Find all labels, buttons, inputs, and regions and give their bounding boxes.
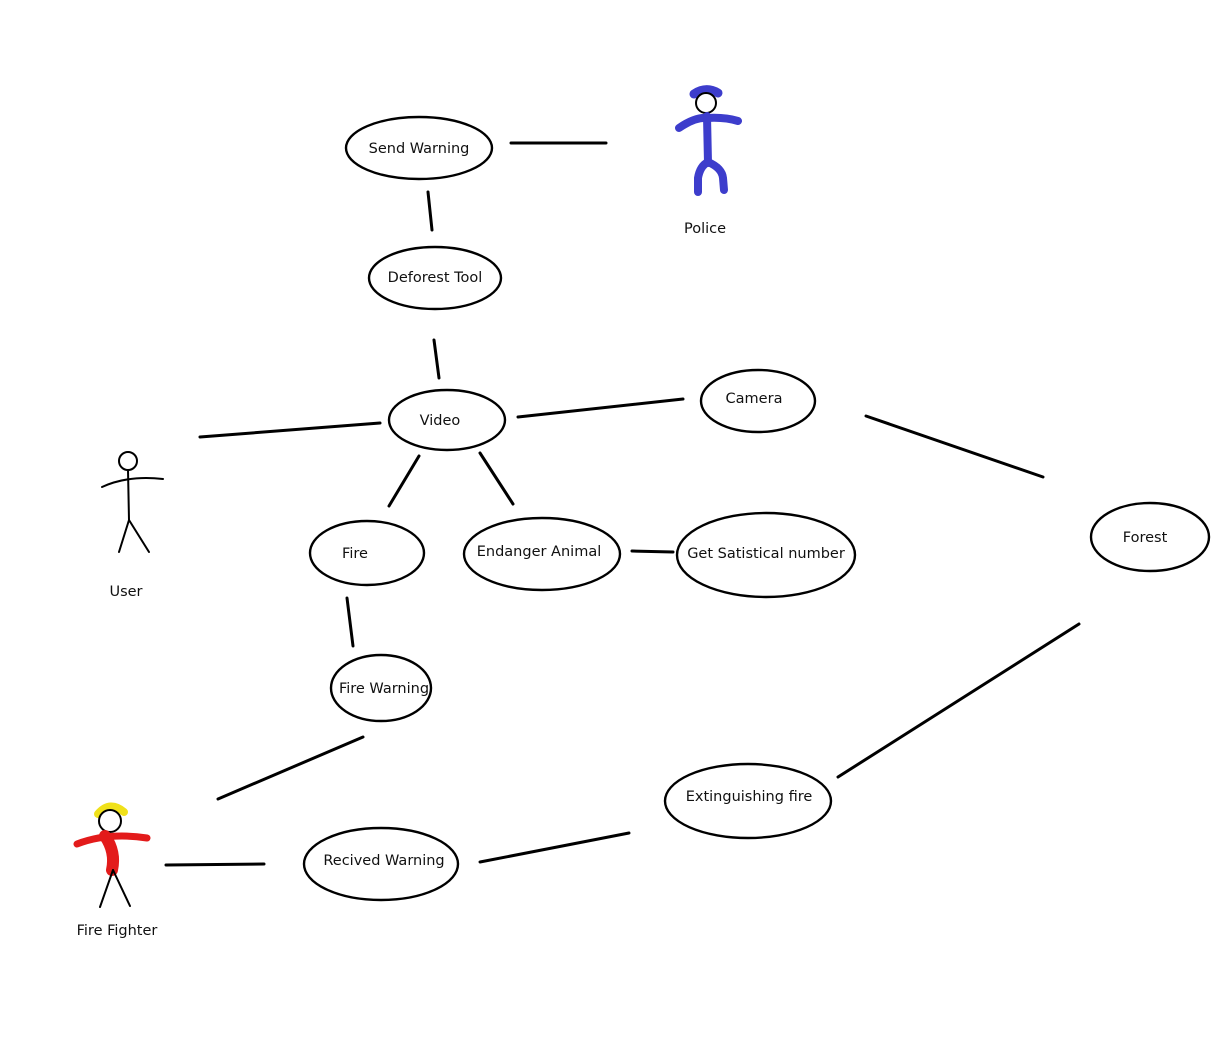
connector-extinguishing-forest [836, 622, 1081, 779]
connector-camera-forest [864, 414, 1045, 479]
use-case-fire-warning[interactable]: Fire Warning [329, 653, 433, 723]
actor-label: User [109, 584, 142, 600]
use-case-recived-warning[interactable]: Recived Warning [302, 826, 460, 902]
use-case-get-statistical-number[interactable]: Get Satistical number [675, 511, 857, 599]
actor-label: Police [684, 221, 726, 237]
connector-endanger-animal-statistical [630, 549, 675, 554]
connector-user-video [198, 421, 382, 439]
connector-video-endanger-animal [478, 451, 515, 506]
use-case-deforest-tool[interactable]: Deforest Tool [367, 245, 503, 311]
actor-user[interactable]: User [101, 451, 164, 600]
actor-fire-fighter[interactable]: Fire Fighter [73, 802, 158, 939]
connector-video-fire [387, 454, 421, 508]
use-case-forest[interactable]: Forest [1089, 501, 1211, 573]
use-case-label: Recived Warning [323, 853, 444, 869]
connector-recived-warning-extinguishing [478, 831, 631, 864]
connector-fire-fire-warning [345, 596, 355, 648]
connector-send-warning-deforest-tool [426, 190, 434, 232]
police-figure-icon [675, 85, 742, 196]
use-case-send-warning[interactable]: Send Warning [344, 115, 494, 181]
connector-fire-warning-fire-fighter [216, 735, 365, 801]
connectors [164, 141, 1081, 867]
use-case-label: Send Warning [369, 141, 470, 157]
connector-deforest-tool-video [432, 338, 441, 380]
use-case-fire[interactable]: Fire [308, 519, 426, 587]
use-case-label: Video [420, 413, 461, 429]
use-case-video[interactable]: Video [387, 388, 507, 452]
use-case-label: Camera [726, 391, 783, 407]
use-case-label: Endanger Animal [477, 544, 602, 560]
connector-fire-fighter-recived-warning [164, 862, 266, 867]
actor-police[interactable]: Police [675, 85, 742, 237]
use-case-label: Extinguishing fire [686, 789, 813, 805]
use-case-label: Fire [342, 546, 368, 562]
user-figure-icon [101, 451, 164, 553]
use-case-extinguishing-fire[interactable]: Extinguishing fire [663, 762, 833, 840]
use-case-endanger-animal[interactable]: Endanger Animal [462, 516, 622, 592]
fire-fighter-figure-icon [73, 802, 151, 908]
use-case-label: Deforest Tool [388, 270, 483, 286]
actor-label: Fire Fighter [77, 923, 158, 939]
connector-video-camera [516, 397, 685, 419]
use-case-label: Get Satistical number [687, 546, 845, 562]
use-case-label: Forest [1123, 530, 1168, 546]
use-case-label: Fire Warning [339, 681, 429, 697]
use-case-camera[interactable]: Camera [699, 368, 817, 434]
